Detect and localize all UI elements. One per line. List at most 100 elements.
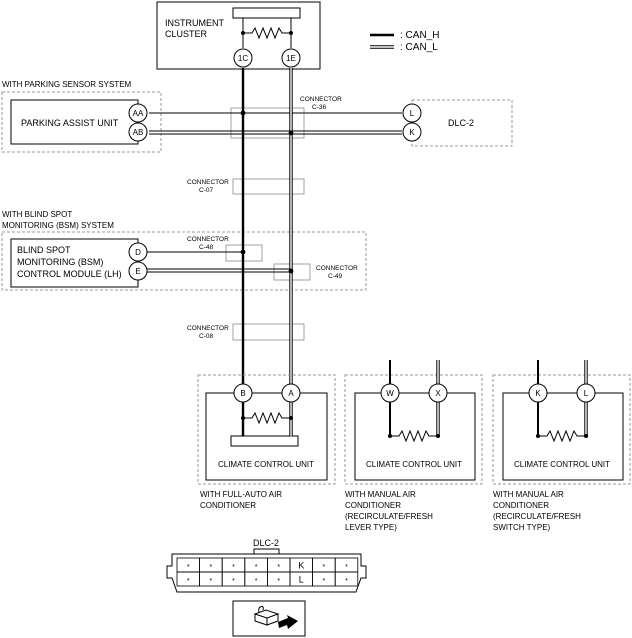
climate-unit-3-note-4: SWITCH TYPE) <box>493 523 551 532</box>
dlc2-pin-label: * <box>255 564 258 571</box>
dlc2-pin-cell <box>334 571 359 587</box>
pin-1e-label: 1E <box>286 54 296 63</box>
climate-unit-1-resistor <box>243 411 291 425</box>
junction-dot <box>240 249 246 255</box>
pin-d-label: D <box>135 248 141 257</box>
dlc2-pin-grid: *****K*******L** <box>176 557 359 587</box>
dlc2-pin-label: * <box>345 564 348 571</box>
pin-k <box>528 383 548 403</box>
connector-c49-id: C-49 <box>328 273 342 280</box>
dlc2-pin-label: K <box>298 561 304 571</box>
climate-unit-1-note-1: WITH FULL-AUTO AIR <box>200 490 282 499</box>
pin-dlc-k-label: K <box>409 128 415 137</box>
pin-w <box>380 383 400 403</box>
pin-a <box>281 383 301 403</box>
connector-c49-label: CONNECTOR <box>316 265 358 272</box>
climate-unit-2-resistor <box>390 429 438 443</box>
climate-unit-1-label: CLIMATE CONTROL UNIT <box>218 460 314 469</box>
climate-unit-1-box <box>205 392 328 481</box>
dlc2-pin-label: * <box>232 564 235 571</box>
connector-c07-label: CONNECTOR <box>187 179 229 186</box>
pin-l <box>576 383 596 403</box>
pin-x-label: X <box>435 389 441 398</box>
instrument-cluster-box <box>156 1 321 70</box>
climate-unit-3-label: CLIMATE CONTROL UNIT <box>514 460 610 469</box>
junction-dot <box>288 268 294 274</box>
pin-1c <box>233 48 253 68</box>
bsm-group-label-2: MONITORING (BSM) SYSTEM <box>2 221 114 230</box>
pin-dlc-l <box>402 103 422 123</box>
dlc2-connector-title: DLC-2 <box>253 538 279 548</box>
climate-unit-2-note-4: LEVER TYPE) <box>345 523 397 532</box>
pin-dlc-l-label: L <box>410 109 415 118</box>
bsm-module-label-3: CONTROL MODULE (LH) <box>17 269 122 279</box>
pin-d <box>128 242 148 262</box>
climate-unit-2-box <box>354 392 476 481</box>
dlc2-pin-label: * <box>210 578 213 585</box>
climate-unit-3-box <box>502 392 624 481</box>
climate-unit-3-note-1: WITH MANUAL AIR <box>493 490 564 499</box>
pin-ab-label: AB <box>133 128 144 137</box>
legend-can-h-label: : CAN_H <box>400 30 439 41</box>
climate-unit-3-group <box>492 374 631 485</box>
pin-1e <box>281 48 301 68</box>
dlc2-pin-label: * <box>323 578 326 585</box>
climate-unit-2-note-2: CONDITIONER <box>345 501 401 510</box>
dlc2-pin-label: * <box>187 564 190 571</box>
climate-unit-1-group <box>197 374 336 485</box>
cluster-terminating-resistor <box>243 26 291 40</box>
dlc2-unit-box <box>411 99 513 147</box>
connector-c08-id: C-08 <box>199 333 213 340</box>
climate-unit-2-note-3: (RECIRCULATE/FRESH <box>345 512 433 521</box>
bsm-group-label-1: WITH BLIND SPOT <box>2 210 72 219</box>
cluster-module-bar <box>232 7 301 19</box>
pin-l-label: L <box>584 389 589 398</box>
dlc2-pin-label: * <box>210 564 213 571</box>
dlc2-pin-label: * <box>277 564 280 571</box>
pin-1c-label: 1C <box>238 54 248 63</box>
climate-unit-1-note-2: CONDITIONER <box>200 501 256 510</box>
bsm-module-label-1: BLIND SPOT <box>17 245 71 255</box>
climate-unit-3-note-2: CONDITIONER <box>493 501 549 510</box>
connector-c36-id: C-36 <box>312 104 326 111</box>
climate-unit-1-module-bar <box>230 435 299 447</box>
connector-c08 <box>232 323 305 341</box>
instrument-cluster-label-2: CLUSTER <box>165 29 208 39</box>
climate-unit-2-group <box>344 374 483 485</box>
climate-unit-3-resistor <box>538 429 586 443</box>
climate-unit-2-note-1: WITH MANUAL AIR <box>345 490 416 499</box>
dlc2-pin-label: * <box>187 578 190 585</box>
climate-unit-3-note-3: (RECIRCULATE/FRESH <box>493 512 581 521</box>
parking-sensor-group-box <box>1 91 162 153</box>
legend-can-l-label: : CAN_L <box>400 42 438 53</box>
pin-b <box>233 383 253 403</box>
dlc2-pin-label: * <box>232 578 235 585</box>
pin-ab <box>128 122 148 142</box>
pin-aa <box>128 103 148 123</box>
connector-c48-label: CONNECTOR <box>187 236 229 243</box>
connector-view-icon <box>232 600 306 637</box>
dlc2-connector-housing <box>166 553 367 593</box>
instrument-cluster-label: INSTRUMENT <box>165 18 224 28</box>
junction-dot <box>288 130 294 136</box>
dlc2-pin-label: * <box>345 578 348 585</box>
connector-c36-label: CONNECTOR <box>300 96 342 103</box>
pin-dlc-k <box>402 122 422 142</box>
connector-c08-label: CONNECTOR <box>187 325 229 332</box>
pin-a-label: A <box>288 389 294 398</box>
pin-w-label: W <box>386 389 394 398</box>
dlc2-pin-label: L <box>299 575 304 585</box>
connector-c36 <box>230 107 305 139</box>
dlc2-pin-label: * <box>277 578 280 585</box>
bsm-module-label-2: MONITORING (BSM) <box>17 257 103 267</box>
junction-dot <box>240 110 246 116</box>
connector-c48-id: C-48 <box>199 244 213 251</box>
pin-e-label: E <box>135 267 140 276</box>
dlc2-pin-label: * <box>255 578 258 585</box>
pin-x <box>428 383 448 403</box>
bsm-group-box <box>1 231 367 291</box>
dlc2-unit-label: DLC-2 <box>448 118 474 128</box>
parking-sensor-group-label: WITH PARKING SENSOR SYSTEM <box>2 80 132 89</box>
parking-assist-unit-label: PARKING ASSIST UNIT <box>21 118 119 128</box>
